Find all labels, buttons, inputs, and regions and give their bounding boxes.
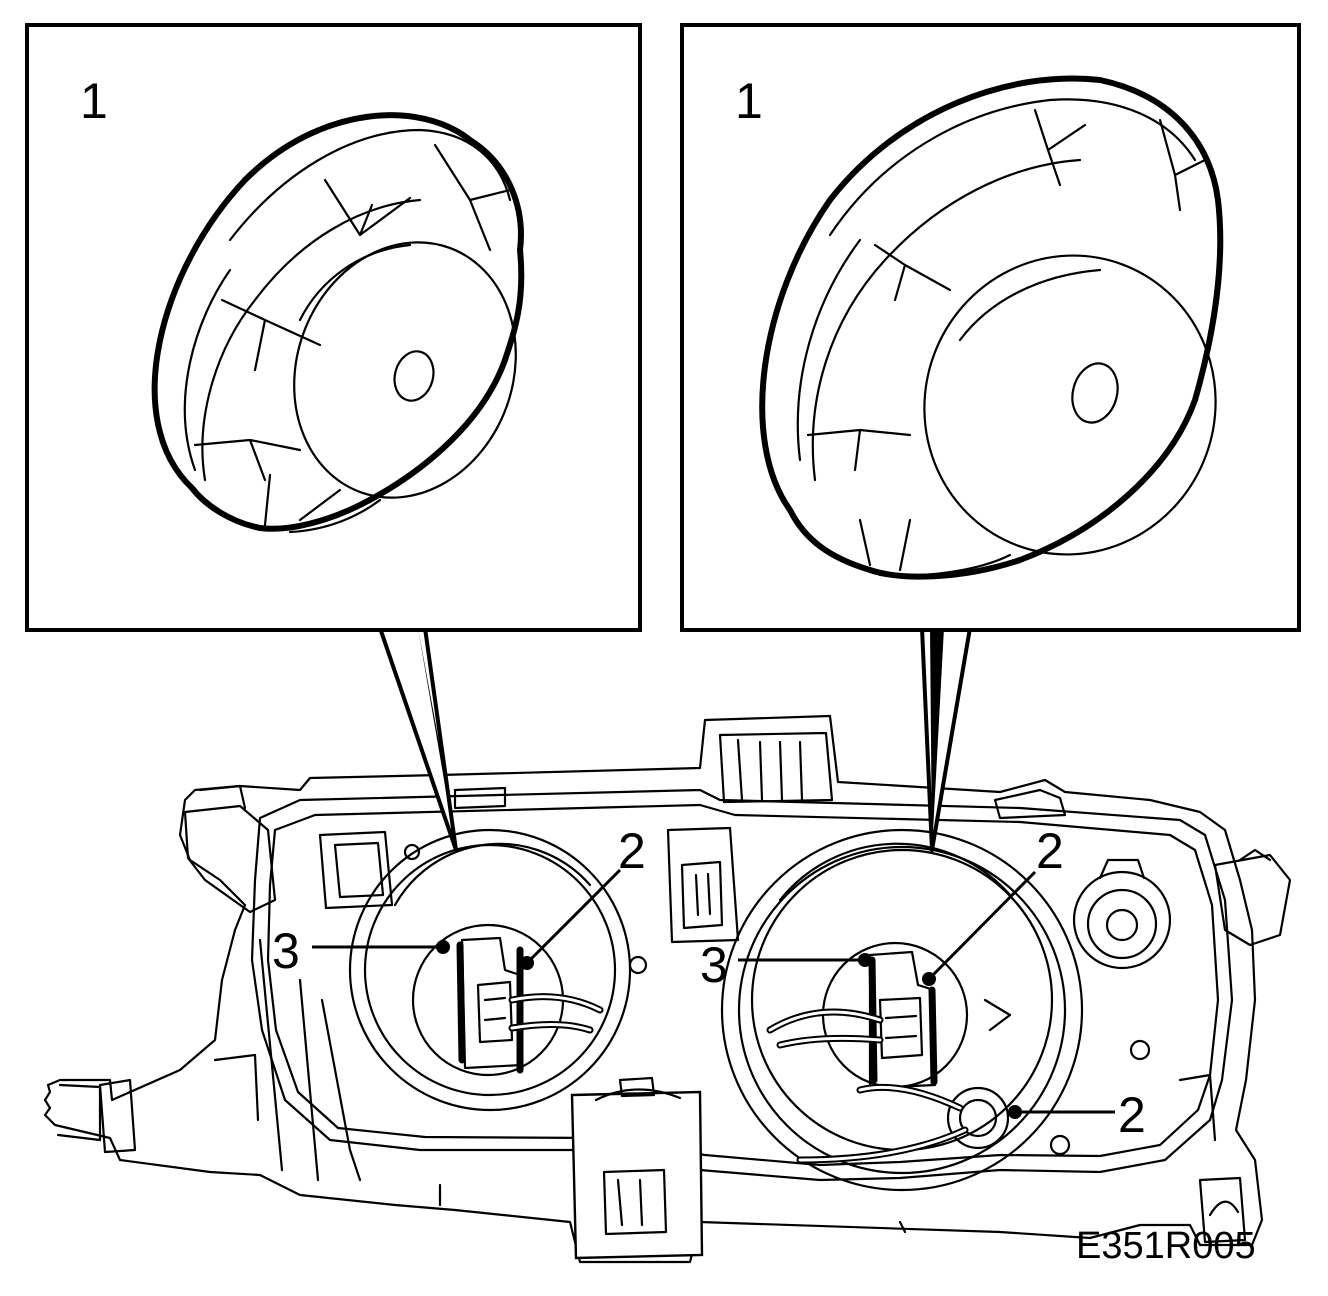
right-dust-cover — [759, 75, 1224, 580]
right-inset: 1 — [680, 23, 1301, 852]
callout-leaders — [312, 868, 1115, 1119]
right-inset-pointer — [920, 626, 972, 852]
right-connector-callout: 3 — [700, 937, 728, 993]
left-inset-number: 1 — [80, 73, 108, 129]
left-inset-pointer — [378, 626, 458, 852]
left-lamp-opening — [348, 828, 632, 1112]
right-inset-number: 1 — [735, 73, 763, 129]
right-cover-callout: 2 — [1036, 823, 1064, 879]
headlamp-housing — [43, 714, 1292, 1264]
left-inset: 1 — [25, 23, 642, 852]
left-cover-callout: 2 — [618, 823, 646, 879]
right-lamp-opening — [720, 828, 1084, 1192]
left-connector-callout: 3 — [272, 923, 300, 979]
left-dust-cover — [151, 112, 525, 534]
lower-socket-callout: 2 — [1118, 1087, 1146, 1143]
figure-code: E351R005 — [1076, 1225, 1256, 1267]
